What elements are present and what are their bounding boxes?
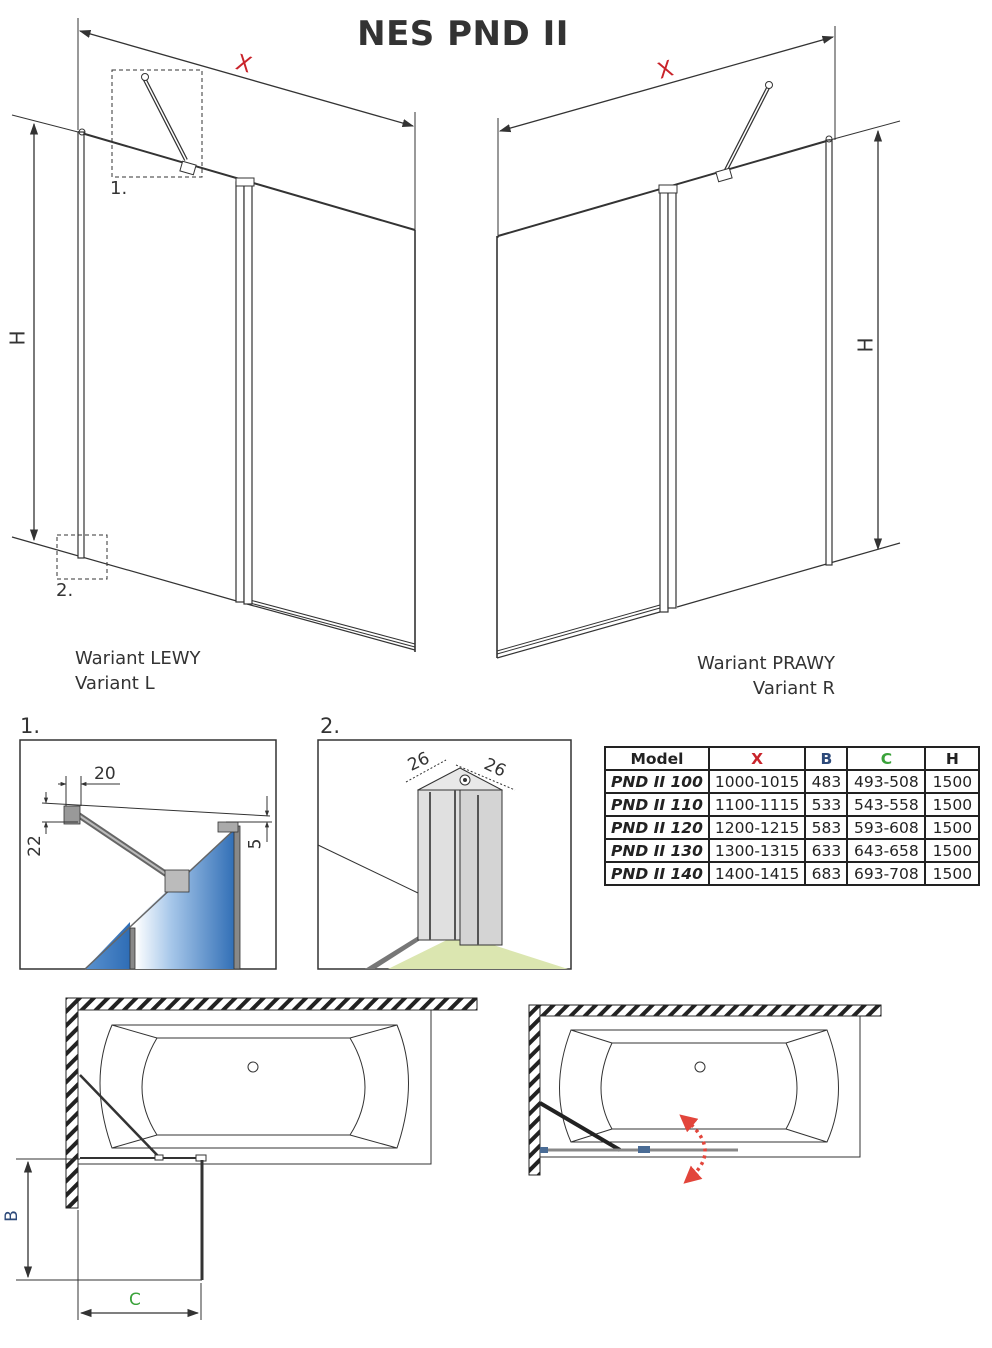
detail-1-dim-width: 20 (94, 764, 116, 784)
table-row: PND II 110 1100-1115 533 543-558 1500 (604, 792, 981, 817)
detail-1-marker: 1. (110, 178, 128, 199)
detail-1-dim-height: 22 (24, 835, 45, 857)
cell-h: 1500 (924, 769, 981, 794)
cell-h: 1500 (924, 792, 981, 817)
caption-right-line1: Wariant PRAWY (696, 653, 835, 674)
table-row: PND II 120 1200-1215 583 593-608 1500 (604, 815, 981, 840)
cell-model: PND II 120 (604, 815, 710, 840)
cell-x: 1100-1115 (707, 792, 807, 817)
table-row: PND II 140 1400-1415 683 693-708 1500 (604, 861, 981, 886)
cell-model: PND II 110 (604, 792, 710, 817)
cell-model: PND II 140 (604, 861, 710, 886)
cell-h: 1500 (924, 838, 981, 863)
cell-b: 683 (804, 861, 849, 886)
cell-model: PND II 130 (604, 838, 710, 863)
dim-c-label: C (129, 1290, 141, 1310)
cell-c: 543-558 (846, 792, 927, 817)
cell-x: 1200-1215 (707, 815, 807, 840)
caption-left-line1: Wariant LEWY (75, 648, 201, 669)
caption-left: Wariant LEWY Variant L (75, 646, 201, 696)
cell-b: 583 (804, 815, 849, 840)
left-variant-drawing (11, 18, 416, 652)
caption-right: Wariant PRAWY Variant R (660, 651, 835, 701)
header-b: B (804, 746, 849, 771)
detail-1-box (111, 69, 203, 178)
cell-h: 1500 (924, 815, 981, 840)
header-c: C (846, 746, 927, 771)
right-variant-drawing (496, 26, 901, 659)
cell-c: 693-708 (846, 861, 927, 886)
dim-x-line-right (498, 35, 835, 133)
plan-view-folded (528, 1004, 882, 1184)
detail-1-heading: 1. (20, 714, 41, 738)
header-h: H (924, 746, 981, 771)
cell-c: 493-508 (846, 769, 927, 794)
swing-arrow-icon (679, 1114, 707, 1184)
cell-b: 533 (804, 792, 849, 817)
caption-left-line2: Variant L (75, 673, 155, 694)
cell-c: 643-658 (846, 838, 927, 863)
table-row: PND II 130 1300-1315 633 643-658 1500 (604, 838, 981, 863)
spec-table-header: Model X B C H (604, 746, 981, 771)
cell-x: 1300-1315 (707, 838, 807, 863)
cell-model: PND II 100 (604, 769, 710, 794)
detail-2-drawing (317, 739, 572, 970)
detail-1-drawing (19, 739, 277, 970)
cell-x: 1000-1015 (707, 769, 807, 794)
caption-right-line2: Variant R (752, 678, 835, 699)
cell-c: 593-608 (846, 815, 927, 840)
cell-x: 1400-1415 (707, 861, 807, 886)
dim-h-label-right: H (853, 337, 878, 353)
dim-x-line-left (78, 29, 415, 128)
cell-h: 1500 (924, 861, 981, 886)
table-row: PND II 100 1000-1015 483 493-508 1500 (604, 769, 981, 794)
dim-b-label: B (1, 1210, 22, 1222)
cell-b: 633 (804, 838, 849, 863)
cell-b: 483 (804, 769, 849, 794)
detail-1-dim-offset: 5 (245, 838, 266, 850)
detail-2-marker: 2. (56, 580, 74, 601)
header-x: X (707, 746, 807, 771)
spec-table: Model X B C H PND II 100 1000-1015 483 4… (604, 746, 981, 886)
detail-2-box (56, 534, 108, 580)
header-model: Model (604, 746, 710, 771)
plan-view-open (16, 997, 478, 1320)
dim-h-label-left: H (5, 330, 30, 346)
detail-2-heading: 2. (320, 714, 341, 738)
